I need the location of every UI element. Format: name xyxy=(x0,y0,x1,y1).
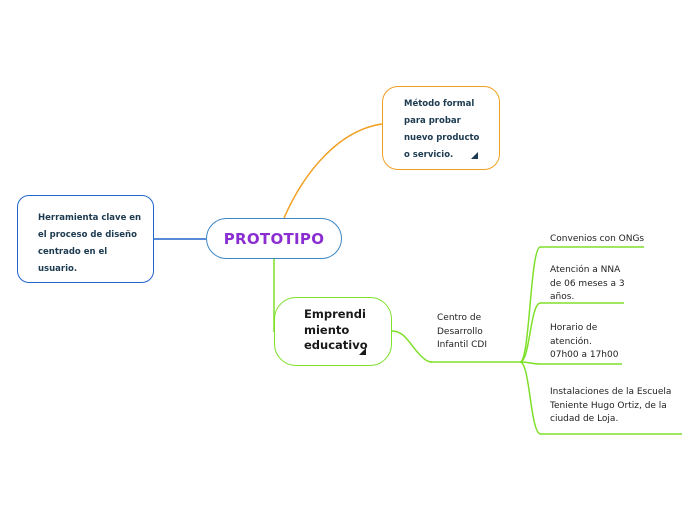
method-node[interactable]: Método formal para probar nuevo producto… xyxy=(382,86,500,170)
link-sub-detail-1 xyxy=(519,246,541,363)
link-central-top xyxy=(283,123,383,219)
detail-item-1[interactable]: Convenios con ONGs xyxy=(550,234,645,244)
branch-node[interactable]: Emprendi miento educativo xyxy=(274,297,392,366)
definition-text: Herramienta clave en el proceso de diseñ… xyxy=(38,213,142,274)
central-topic-label: PROTOTIPO xyxy=(223,229,325,248)
method-text: Método formal para probar nuevo producto… xyxy=(404,99,480,160)
subtopic-label[interactable]: Centro de Desarrollo Infantil CDI xyxy=(437,313,488,350)
link-sub-detail-3 xyxy=(519,361,541,365)
detail-item-2[interactable]: Atención a NNA de 06 meses a 3 años. xyxy=(550,265,625,302)
definition-node[interactable]: Herramienta clave en el proceso de diseñ… xyxy=(17,195,154,283)
central-topic-node[interactable]: PROTOTIPO xyxy=(206,218,342,259)
branch-label: Emprendi miento educativo xyxy=(304,307,368,352)
detail-item-4[interactable]: Instalaciones de la Escuela Teniente Hug… xyxy=(550,387,672,424)
note-icon[interactable] xyxy=(471,152,478,159)
note-icon[interactable] xyxy=(359,348,366,355)
detail-item-3[interactable]: Horario de atención. 07h00 a 17h00 xyxy=(550,323,619,360)
link-sub-detail-4 xyxy=(519,361,541,435)
link-green-sub xyxy=(391,330,433,363)
link-sub-detail-2 xyxy=(519,302,541,363)
